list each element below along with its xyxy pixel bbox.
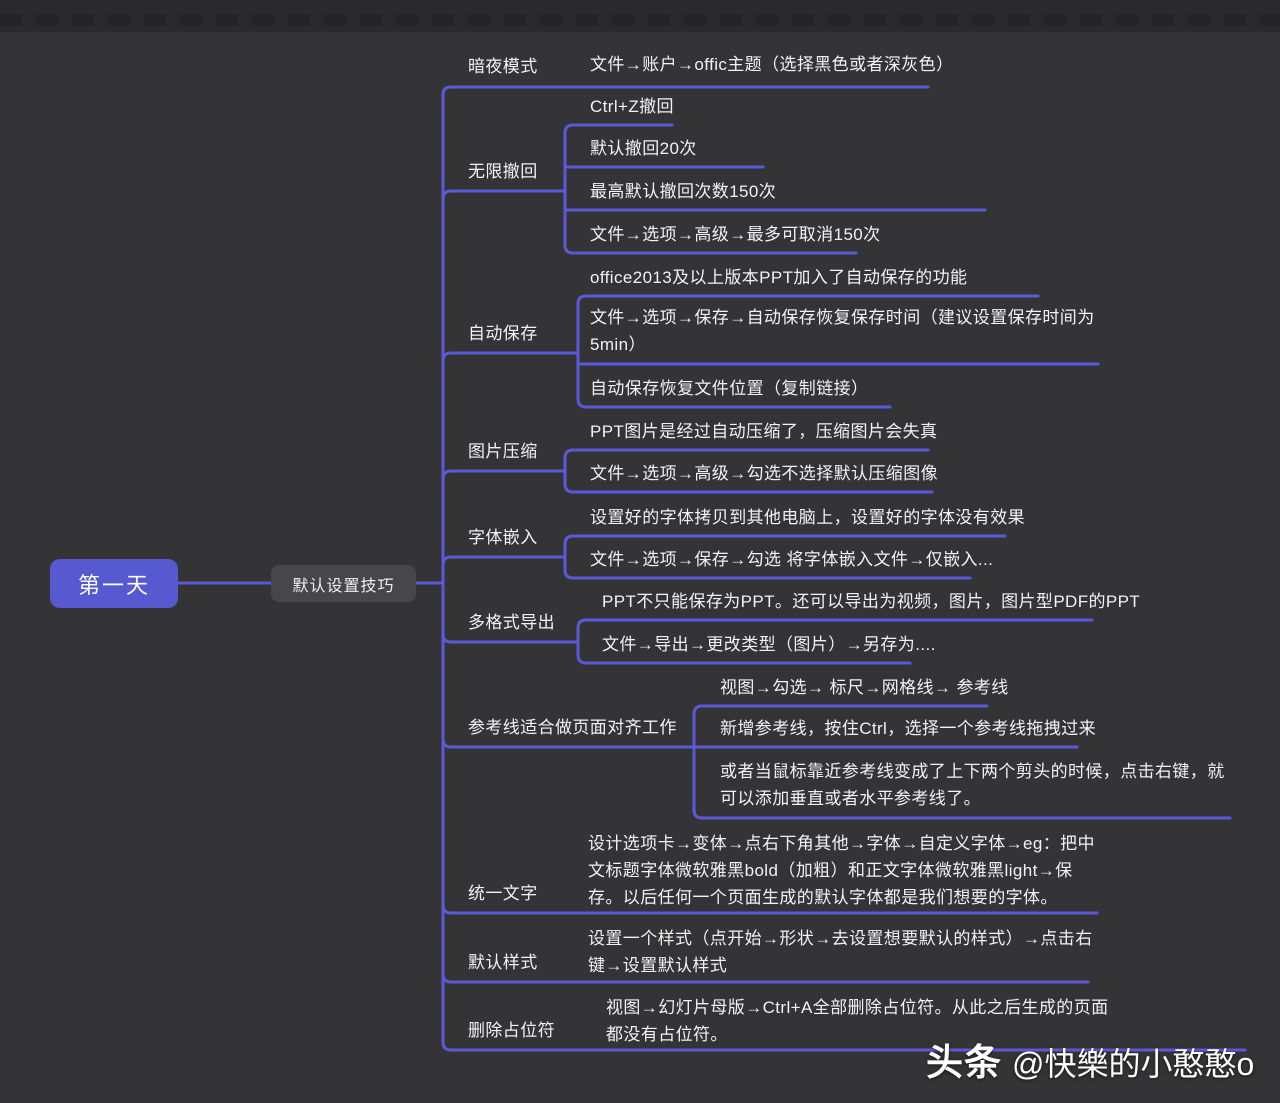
topic-item[interactable]: 文件→账户→offic主题（选择黑色或者深灰色） [590, 55, 954, 74]
topic-item[interactable]: 视图→勾选→ 标尺→网格线→ 参考线 [720, 678, 1009, 697]
hub-node-default-settings[interactable]: 默认设置技巧 [271, 565, 416, 602]
branch-label-unify-text[interactable]: 统一文字 [468, 884, 538, 903]
branch-label-image-compress[interactable]: 图片压缩 [468, 442, 538, 461]
topic-item[interactable]: 新增参考线，按住Ctrl，选择一个参考线拖拽过来 [720, 719, 1097, 738]
topic-item[interactable]: 设计选项卡→变体→点右下角其他→字体→自定义字体→eg：把中文标题字体微软雅黑b… [588, 834, 1095, 907]
watermark-brand: 头条 [926, 1042, 1002, 1083]
watermark-handle: @快樂的小憨憨o [1012, 1046, 1255, 1082]
top-toolbar-strip [0, 0, 1280, 32]
branch-label-guides[interactable]: 参考线适合做页面对齐工作 [468, 718, 677, 737]
topic-item[interactable]: PPT图片是经过自动压缩了，压缩图片会失真 [590, 422, 938, 441]
topic-item[interactable]: 文件→选项→高级→勾选不选择默认压缩图像 [590, 464, 938, 483]
topic-item[interactable]: 文件→导出→更改类型（图片）→另存为.... [602, 635, 936, 654]
topic-item[interactable]: 文件→选项→高级→最多可取消150次 [590, 225, 881, 244]
topic-item[interactable]: PPT不只能保存为PPT。还可以导出为视频，图片，图片型PDF的PPT [602, 592, 1141, 611]
branch-label-font-embed[interactable]: 字体嵌入 [468, 528, 538, 547]
branch-label-multi-export[interactable]: 多格式导出 [468, 613, 555, 632]
root-node-day1[interactable]: 第一天 [50, 559, 178, 608]
watermark: 头条 @快樂的小憨憨o [926, 1032, 1266, 1086]
branch-label-default-style[interactable]: 默认样式 [468, 953, 538, 972]
branch-label-autosave[interactable]: 自动保存 [468, 324, 538, 343]
topic-item[interactable]: Ctrl+Z撤回 [590, 97, 674, 116]
topic-item[interactable]: 自动保存恢复文件位置（复制链接） [590, 379, 869, 398]
topic-item[interactable]: office2013及以上版本PPT加入了自动保存的功能 [590, 268, 968, 287]
topic-item[interactable]: 视图→幻灯片母版→Ctrl+A全部删除占位符。从此之后生成的页面都没有占位符。 [606, 998, 1109, 1044]
branch-label-del-placeholder[interactable]: 删除占位符 [468, 1021, 555, 1040]
topic-item[interactable]: 文件→选项→保存→勾选 将字体嵌入文件→仅嵌入... [590, 550, 994, 569]
topic-item[interactable]: 最高默认撤回次数150次 [590, 182, 777, 201]
topic-item[interactable]: 或者当鼠标靠近参考线变成了上下两个剪头的时候，点击右键，就可以添加垂直或者水平参… [720, 762, 1225, 808]
branch-label-unlimited-undo[interactable]: 无限撤回 [468, 162, 538, 181]
topic-item[interactable]: 文件→选项→保存→自动保存恢复保存时间（建议设置保存时间为5min） [590, 308, 1095, 354]
topic-item[interactable]: 默认撤回20次 [590, 139, 697, 158]
topic-item[interactable]: 设置一个样式（点开始→形状→去设置想要默认的样式）→点击右键→设置默认样式 [588, 929, 1093, 975]
topic-item[interactable]: 设置好的字体拷贝到其他电脑上，设置好的字体没有效果 [590, 508, 1025, 527]
toolbar-dash-pattern [0, 14, 1280, 26]
branch-label-dark-mode[interactable]: 暗夜模式 [468, 57, 538, 76]
